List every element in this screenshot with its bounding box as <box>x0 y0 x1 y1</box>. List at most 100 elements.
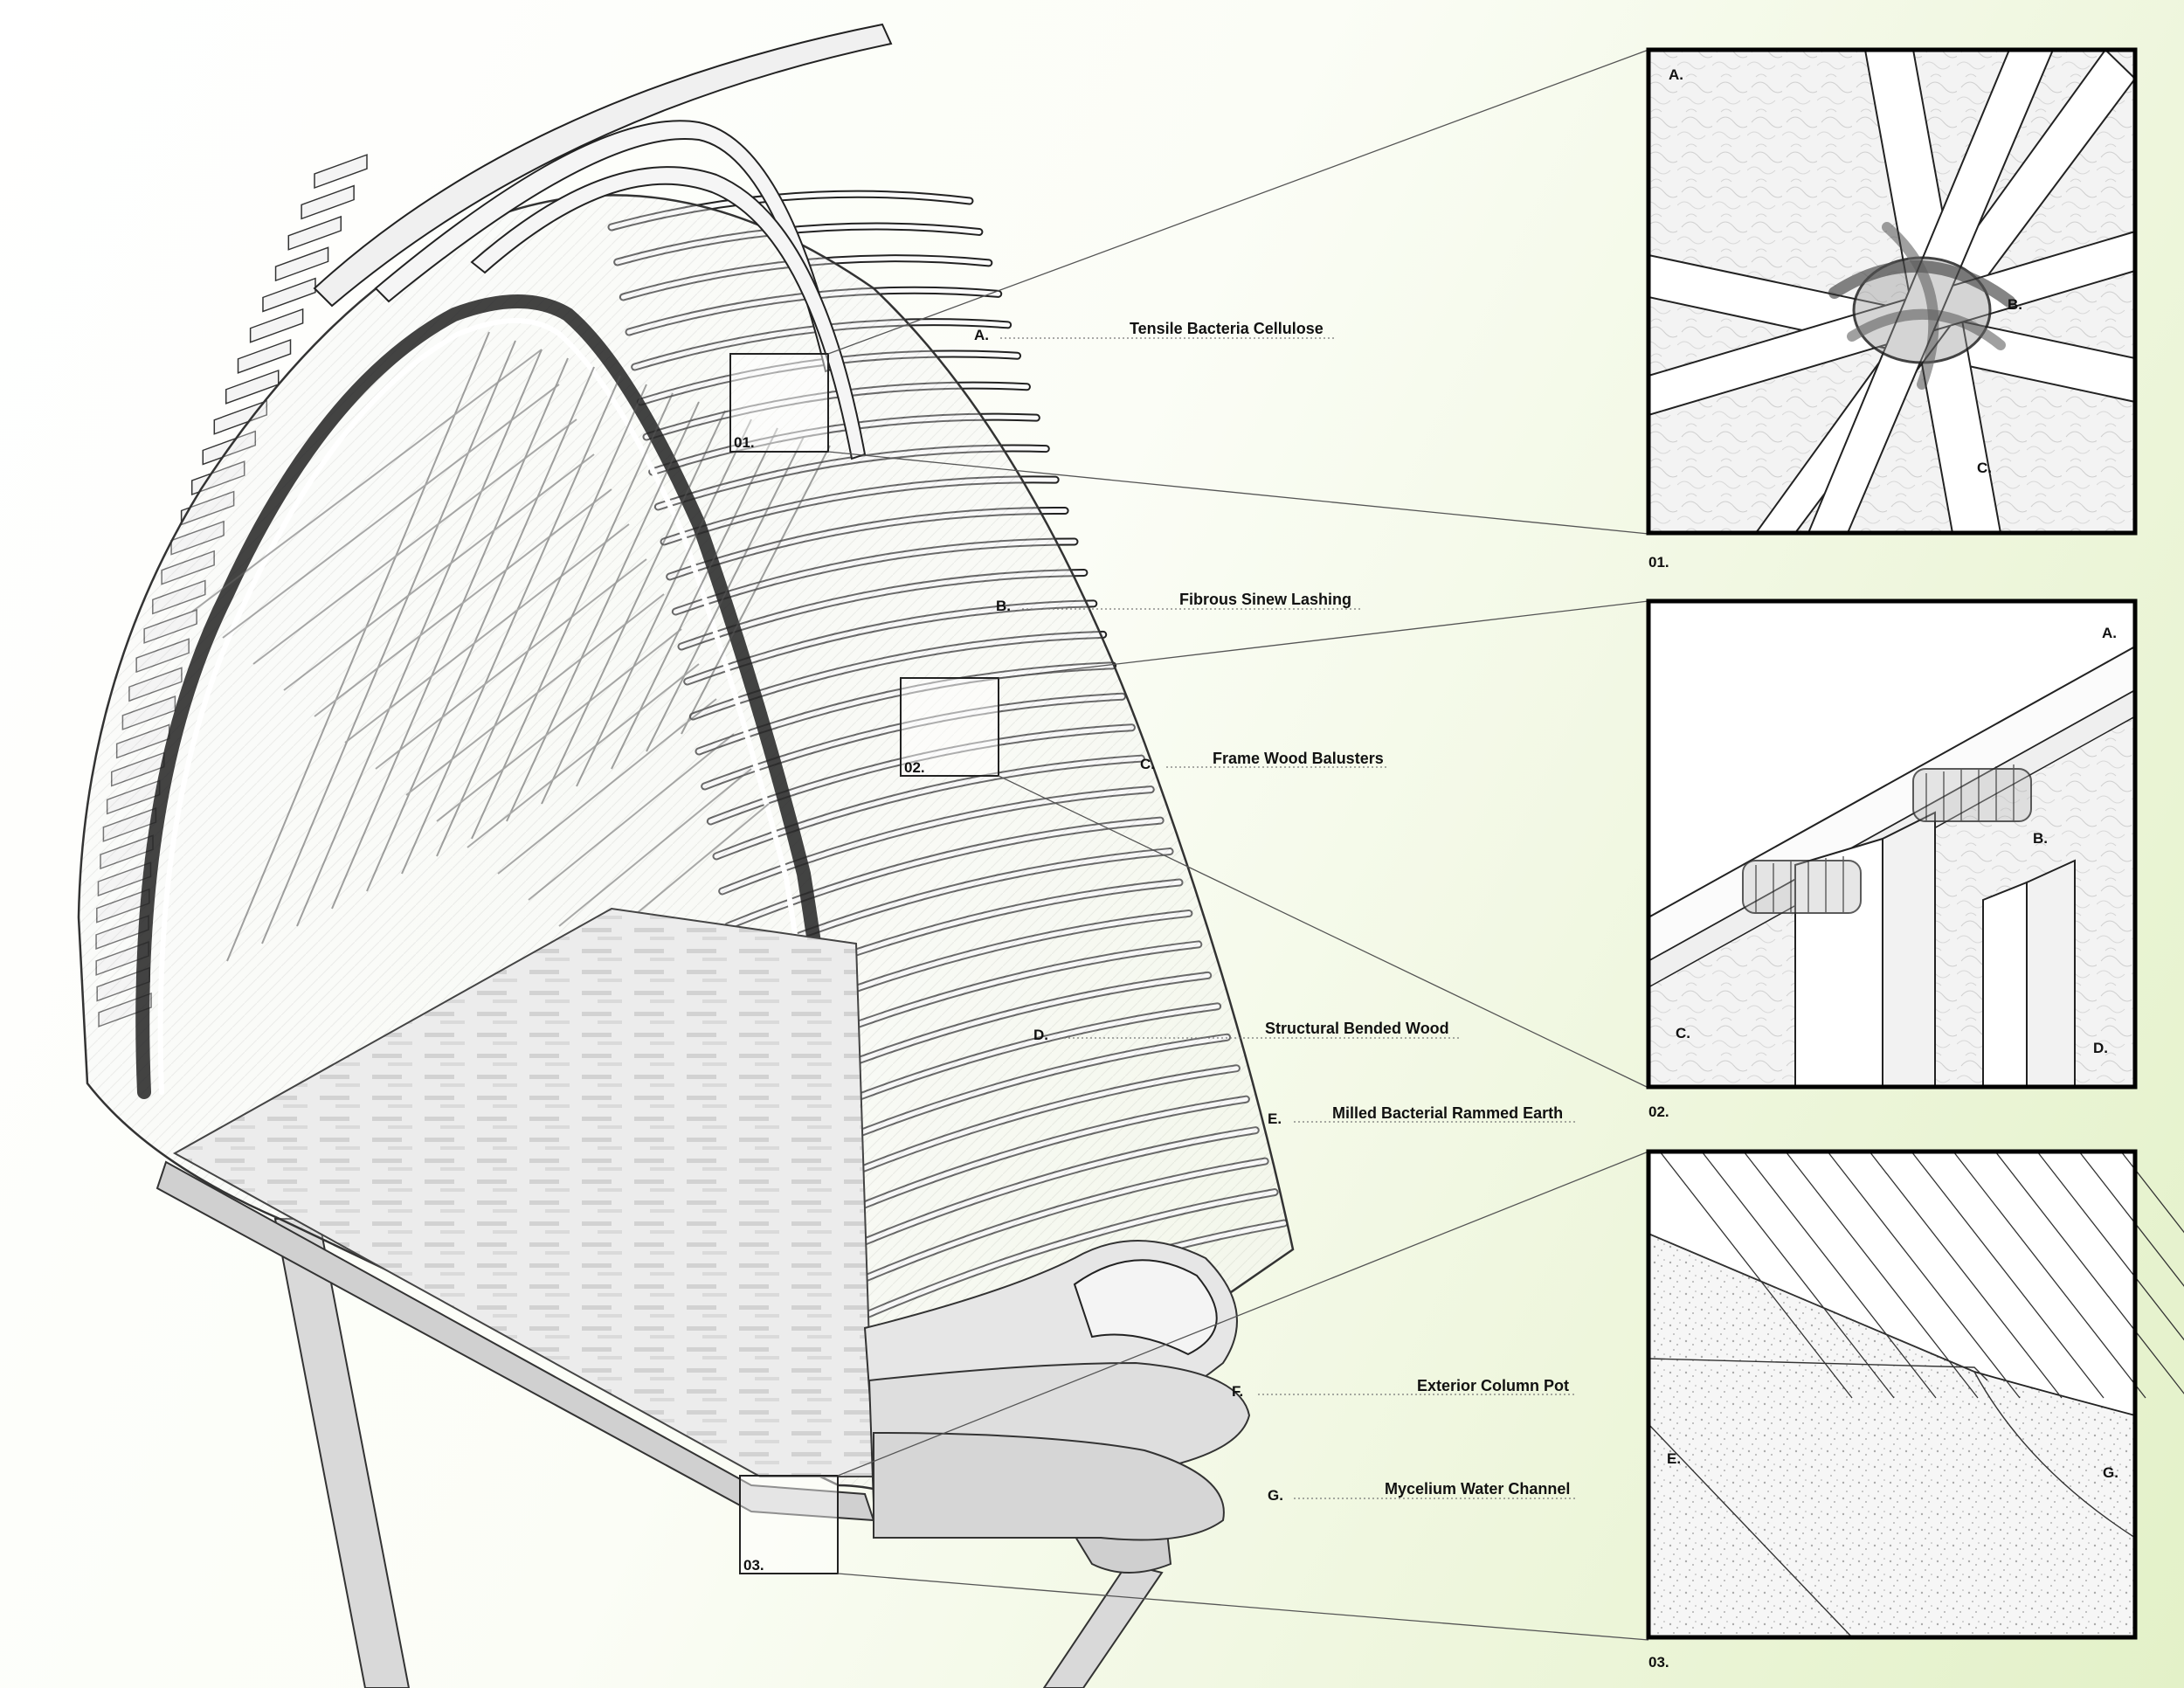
lattice-strand <box>331 357 569 910</box>
lattice-strand <box>226 331 490 962</box>
label-d: D. Structural Bended Wood <box>1033 1020 1459 1043</box>
rammed-earth-layers <box>863 1240 1251 1541</box>
lattice-strand <box>261 340 516 944</box>
detail-02-letter-d: D. <box>2093 1040 2108 1056</box>
detail-01-lashing-knot <box>1828 222 2015 390</box>
label-f: F. Exterior Column Pot <box>1232 1377 1577 1400</box>
lattice-strand <box>366 366 595 892</box>
svg-text:G.: G. <box>1268 1487 1283 1504</box>
lattice-strand <box>541 410 726 805</box>
lattice-strand <box>558 768 752 927</box>
water-channel-curve <box>1073 1259 1218 1356</box>
lattice-strand <box>405 593 665 796</box>
lattice-strand <box>375 558 647 770</box>
callout-connectors <box>827 49 1649 1641</box>
lattice-strand <box>576 419 752 787</box>
lattice-strand <box>222 384 560 639</box>
label-c: C. Frame Wood Balusters <box>1140 750 1389 772</box>
label-milled-bacterial-rammed-earth: Milled Bacterial Rammed Earth <box>1332 1104 1563 1122</box>
label-a: A. Tensile Bacteria Cellulose <box>974 320 1337 343</box>
callout-box-03: 03. <box>739 1475 839 1574</box>
svg-text:D.: D. <box>1033 1027 1048 1043</box>
left-rib-step <box>262 277 316 313</box>
lattice-strand <box>497 698 717 875</box>
label-fibrous-sinew-lashing: Fibrous Sinew Lashing <box>1179 591 1351 608</box>
left-rib-step <box>249 308 304 343</box>
lattice-strand <box>436 384 647 857</box>
label-structural-bended-wood: Structural Bended Wood <box>1265 1020 1449 1037</box>
floor-plank-line <box>1827 1151 2021 1399</box>
detail-panel-01: A. B. C. 01. <box>1646 47 2138 571</box>
detail-03-floor-planks <box>1648 1151 2136 1417</box>
roof-beam-3 <box>470 166 867 460</box>
detail-02-letter-c: C. <box>1676 1025 1690 1041</box>
floor-plank-line <box>1659 1151 1853 1399</box>
floor-plank-line <box>1869 1151 2063 1399</box>
detail-03-letter-g: G. <box>2103 1464 2118 1481</box>
roof-beam-1 <box>313 23 893 308</box>
lattice-strand <box>401 375 621 875</box>
lattice-strand <box>296 349 543 927</box>
callout-box-01: 01. <box>729 353 829 453</box>
svg-text:F.: F. <box>1232 1383 1243 1400</box>
detail-02-caption: 02. <box>1648 1103 1669 1120</box>
detail-01-letter-a: A. <box>1669 66 1683 83</box>
lattice-strand <box>506 401 700 822</box>
floor-plank-line <box>1701 1151 1895 1399</box>
callout-03-label: 03. <box>743 1557 764 1574</box>
detail-01-letter-c: C. <box>1977 460 1992 476</box>
cellulose-lattice <box>191 331 831 962</box>
detail-02-lashing-left <box>1742 856 1862 914</box>
lattice-strand <box>436 628 682 822</box>
label-frame-wood-balusters: Frame Wood Balusters <box>1213 750 1384 767</box>
lattice-strand <box>471 392 674 840</box>
label-mycelium-water-channel: Mycelium Water Channel <box>1385 1480 1570 1498</box>
lattice-strand <box>314 488 612 717</box>
material-labels: A. Tensile Bacteria Cellulose B. Fibrous… <box>974 320 1577 1504</box>
svg-text:E.: E. <box>1268 1110 1282 1127</box>
left-rib-step <box>301 184 355 220</box>
left-rib-step <box>225 369 280 405</box>
svg-text:A.: A. <box>974 327 989 343</box>
support-column-right <box>1042 1562 1164 1688</box>
floor-deck <box>172 907 875 1477</box>
detail-02-letter-b: B. <box>2033 830 2048 847</box>
svg-text:C.: C. <box>1140 756 1155 772</box>
detail-01-caption: 01. <box>1648 554 1669 571</box>
pavilion-axonometric <box>77 23 1295 1688</box>
floor-plank-line <box>1911 1151 2105 1399</box>
callout-01-label: 01. <box>734 434 755 451</box>
label-e: E. Milled Bacterial Rammed Earth <box>1268 1104 1577 1127</box>
detail-02-letter-a: A. <box>2102 625 2117 641</box>
detail-03-letter-e: E. <box>1667 1450 1681 1467</box>
lattice-strand <box>646 436 805 752</box>
floor-plank-line <box>2078 1151 2184 1287</box>
lattice-strand <box>252 419 577 665</box>
roof-beam-2 <box>374 120 840 373</box>
left-rib-step <box>237 338 292 374</box>
lattice-strand <box>191 349 543 612</box>
floor-plank-line <box>1952 1151 2146 1399</box>
detail-01-letter-b: B. <box>2008 296 2022 313</box>
floor-plank-line <box>2120 1151 2184 1234</box>
label-tensile-bacteria-cellulose: Tensile Bacteria Cellulose <box>1130 320 1324 337</box>
lattice-strand <box>467 663 700 848</box>
detail-02-lashing-right <box>1912 764 2032 822</box>
callout-02-label: 02. <box>904 759 925 776</box>
detail-panel-02: A. B. C. D. 02. <box>1646 598 2138 1120</box>
lattice-strand <box>681 445 831 735</box>
detail-panel-03: E. G. 03. <box>1646 1149 2184 1671</box>
floor-plank-line <box>1743 1151 1937 1399</box>
lattice-strand <box>611 427 778 770</box>
label-exterior-column-pot: Exterior Column Pot <box>1417 1377 1569 1394</box>
left-rib-step <box>287 215 342 251</box>
floor-plank-line <box>1785 1151 1979 1399</box>
lattice-strand <box>344 523 630 744</box>
callout-box-02: 02. <box>900 677 999 777</box>
lattice-strand <box>283 453 595 691</box>
label-g: G. Mycelium Water Channel <box>1268 1480 1577 1504</box>
left-rib-step <box>274 246 329 282</box>
svg-text:B.: B. <box>996 598 1011 614</box>
label-b: B. Fibrous Sinew Lashing <box>996 591 1363 614</box>
